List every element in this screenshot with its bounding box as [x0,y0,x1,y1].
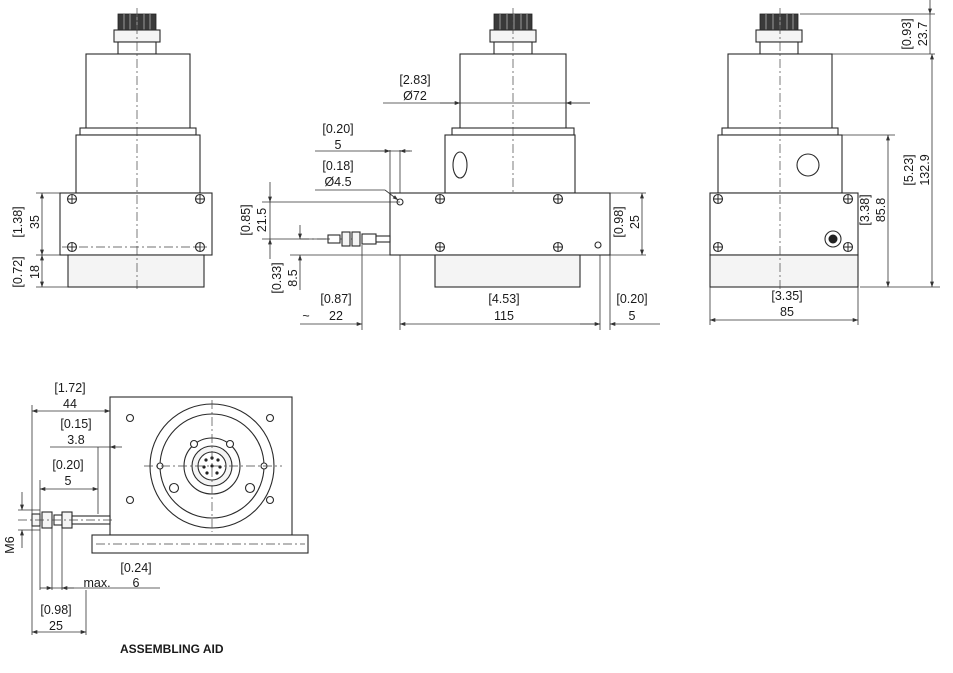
assembling-aid-view: M6 [1.72] 44 [0.15] 3.8 [0.20] 5 [0.24] … [3,381,309,656]
dim-35-mm: 35 [28,215,42,229]
dim-35-inch: [1.38] [11,206,25,237]
dim-diameter-4-5-mm: Ø4.5 [324,175,351,189]
dim-5-aid-mm: 5 [65,474,72,488]
dim-25-aid-mm: 25 [49,619,63,633]
dim-8-5-inch: [0.33] [270,262,284,293]
screw-icon [66,193,206,253]
dim-21-5-inch: [0.85] [239,204,253,235]
dim-115-mm: 115 [494,309,514,323]
base-plate [389,192,611,256]
thread-label: M6 [3,536,17,553]
dim-5b-inch: [0.20] [616,292,647,306]
dim-5b-mm: 5 [629,309,636,323]
dim-44-inch: [1.72] [54,381,85,395]
dim-diameter-4-5-inch: [0.18] [322,159,353,173]
front-view: 35 [1.38] 18 [0.72] [11,8,213,290]
dim-5-inch: [0.20] [322,122,353,136]
dim-diameter-72-inch: [2.83] [399,73,430,87]
rear-port [796,153,820,177]
dim-5-aid-inch: [0.20] [52,458,83,472]
dim-3-8-inch: [0.15] [60,417,91,431]
housing-cylinder [85,53,191,134]
dim-85-8-mm: 85.8 [874,198,888,222]
dim-132-9-inch: [5.23] [902,154,916,185]
dim-25-mm: 25 [628,215,642,229]
screw-icon [712,193,854,253]
base-plate [59,192,213,256]
dim-8-5-mm: 8.5 [286,269,300,286]
dim-22-mm: 22 [329,309,343,323]
connector-pins-icon [202,456,222,475]
dim-44-mm: 44 [63,397,77,411]
dim-3-8-mm: 3.8 [67,433,84,447]
dim-85-mm: 85 [780,305,794,319]
dim-max-6-inch: [0.24] [120,561,151,575]
dim-max-6-mm: 6 [133,576,140,590]
side-view: [2.83] Ø72 [0.20] 5 [0.18] Ø4.5 21.5 [0.… [239,8,660,330]
dim-115-inch: [4.53] [488,292,519,306]
side-port [452,151,468,179]
dim-132-9-mm: 132.9 [918,154,932,185]
dim-22-prefix: ~ [302,309,309,323]
housing-body [75,134,201,194]
screw-icon [156,439,268,494]
caption: ASSEMBLING AID [120,642,224,656]
screw-icon [125,413,275,505]
dim-max-6-prefix: max. [83,576,110,590]
dim-diameter-72-mm: Ø72 [403,89,427,103]
rear-view: 23.7 [0.93] 132.9 [5.23] 85.8 [3.38] [3.… [709,0,940,325]
dim-18-inch: [0.72] [11,256,25,287]
dim-25-aid-inch: [0.98] [40,603,71,617]
dim-23-7-mm: 23.7 [916,22,930,46]
connector-icon [755,13,803,55]
dim-25-inch: [0.98] [612,206,626,237]
dim-18-mm: 18 [28,265,42,279]
screw-icon [396,193,602,253]
dim-21-5-mm: 21.5 [255,208,269,232]
dim-22-inch: [0.87] [320,292,351,306]
dim-5-mm: 5 [335,138,342,152]
dim-23-7-inch: [0.93] [900,18,914,49]
dim-85-inch: [3.35] [771,289,802,303]
dim-85-8-inch: [3.38] [858,194,872,225]
